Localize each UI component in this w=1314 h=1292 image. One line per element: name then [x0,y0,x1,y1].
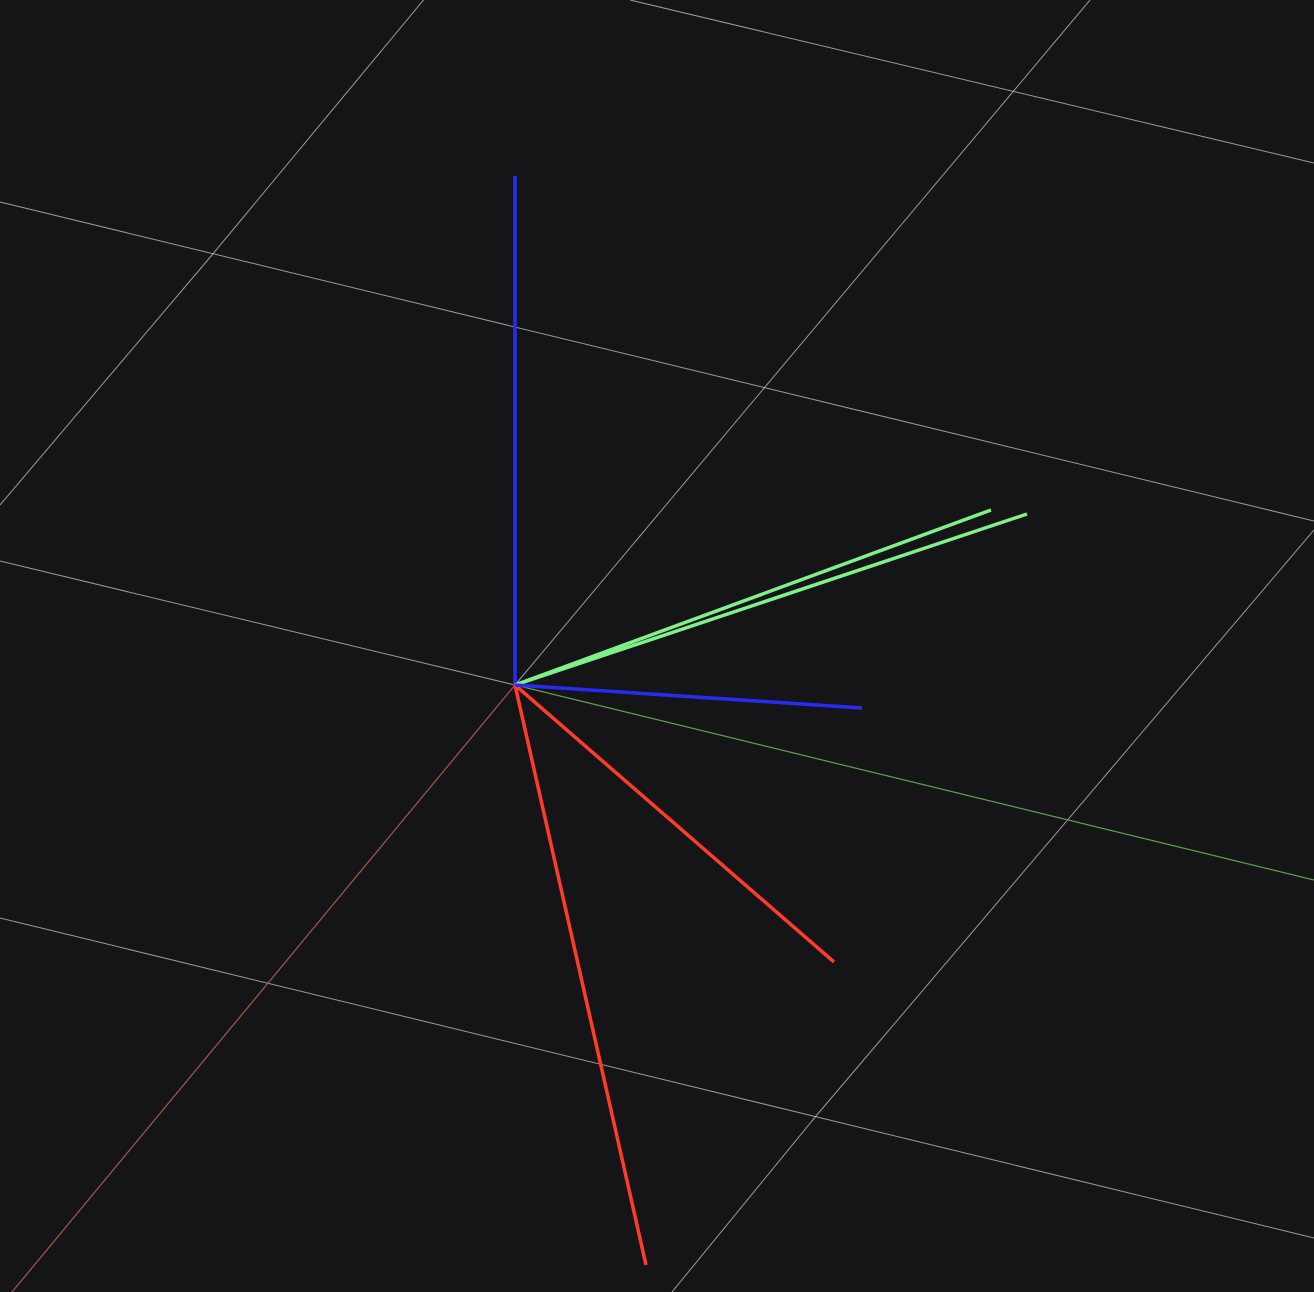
x-axis-guide [11,684,516,1292]
grid-line [0,254,213,506]
y-axis-handle[interactable] [514,512,1028,687]
z-axis-handle[interactable] [514,683,863,710]
grid-line [514,386,766,686]
x-axis-handle[interactable] [513,683,836,964]
axis-guides [11,684,1314,1292]
grid-line [815,529,1314,1117]
x-axis-handle[interactable] [513,684,648,1266]
grid-line [764,0,1091,388]
transform-gizmo-a[interactable] [513,176,1028,1266]
grid-line [211,0,425,256]
y-axis-guide [514,684,1314,881]
grid-line [0,560,516,686]
y-axis-handle[interactable] [514,508,992,687]
grid-line [0,201,1314,522]
grid-line [629,0,1314,164]
grid-line [0,917,1314,1239]
transform-gizmo-b[interactable] [513,508,992,964]
grid-line [671,1115,817,1292]
